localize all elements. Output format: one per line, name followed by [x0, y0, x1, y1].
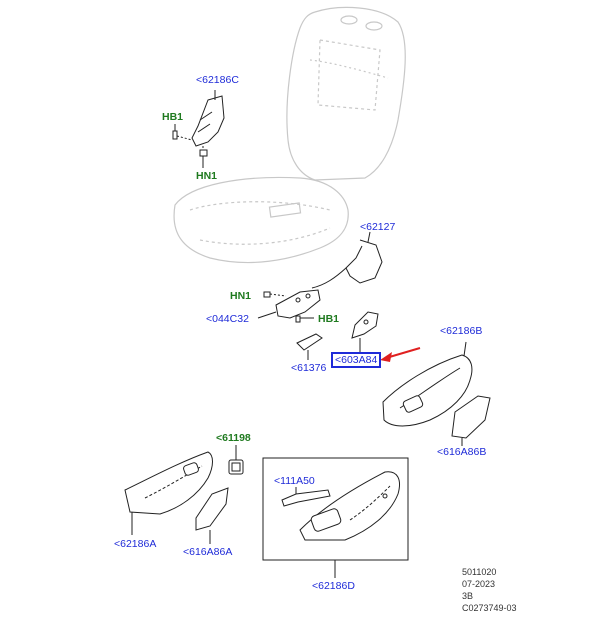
label-111A50[interactable]: <111A50: [274, 475, 315, 487]
label-hn1-top[interactable]: HN1: [196, 170, 218, 182]
part-62186B: [382, 341, 473, 427]
part-62127: [311, 231, 383, 289]
inset-box-62186D: [262, 457, 409, 578]
label-62186C[interactable]: <62186C: [196, 74, 239, 86]
part-044C32: [257, 289, 321, 319]
label-616A86B[interactable]: <616A86B: [437, 446, 487, 458]
label-hb1-top[interactable]: HB1: [162, 111, 184, 123]
ref-line-4: C0273749-03: [462, 603, 517, 613]
label-62186B[interactable]: <62186B: [440, 325, 483, 337]
nut-hn1-mid: [263, 291, 287, 298]
part-62186A: [124, 451, 213, 535]
label-hb1-mid[interactable]: HB1: [318, 313, 340, 325]
label-hn1-mid[interactable]: HN1: [230, 290, 252, 302]
part-61198: [228, 445, 244, 475]
nut-hn1-top: [199, 146, 208, 168]
label-044C32[interactable]: <044C32: [206, 313, 249, 325]
bolt-hb1-mid: [295, 315, 314, 323]
ref-line-3: 3B: [462, 591, 474, 601]
highlight-arrow: [380, 347, 421, 362]
diagram-reference-block: 5011020 07-2023 3B C0273749-03: [462, 566, 517, 614]
label-61376[interactable]: <61376: [291, 362, 327, 374]
label-616A86A[interactable]: <616A86A: [183, 546, 233, 558]
bolt-hb1-top: [172, 124, 193, 141]
part-616A86B: [451, 395, 491, 446]
part-616A86A: [195, 487, 229, 544]
part-603A84: [351, 311, 379, 352]
part-62186C: [191, 90, 225, 147]
label-62186A[interactable]: <62186A: [114, 538, 157, 550]
label-62127[interactable]: <62127: [360, 221, 396, 233]
label-62186D[interactable]: <62186D: [312, 580, 355, 592]
label-603A84-highlighted[interactable]: <603A84: [331, 352, 382, 368]
seat-cushion: [173, 176, 349, 264]
ref-line-2: 07-2023: [462, 579, 496, 589]
ref-line-1: 5011020: [462, 567, 497, 577]
label-61198[interactable]: <61198: [216, 432, 251, 444]
part-61376: [296, 333, 323, 360]
seat-backrest: [286, 6, 406, 181]
